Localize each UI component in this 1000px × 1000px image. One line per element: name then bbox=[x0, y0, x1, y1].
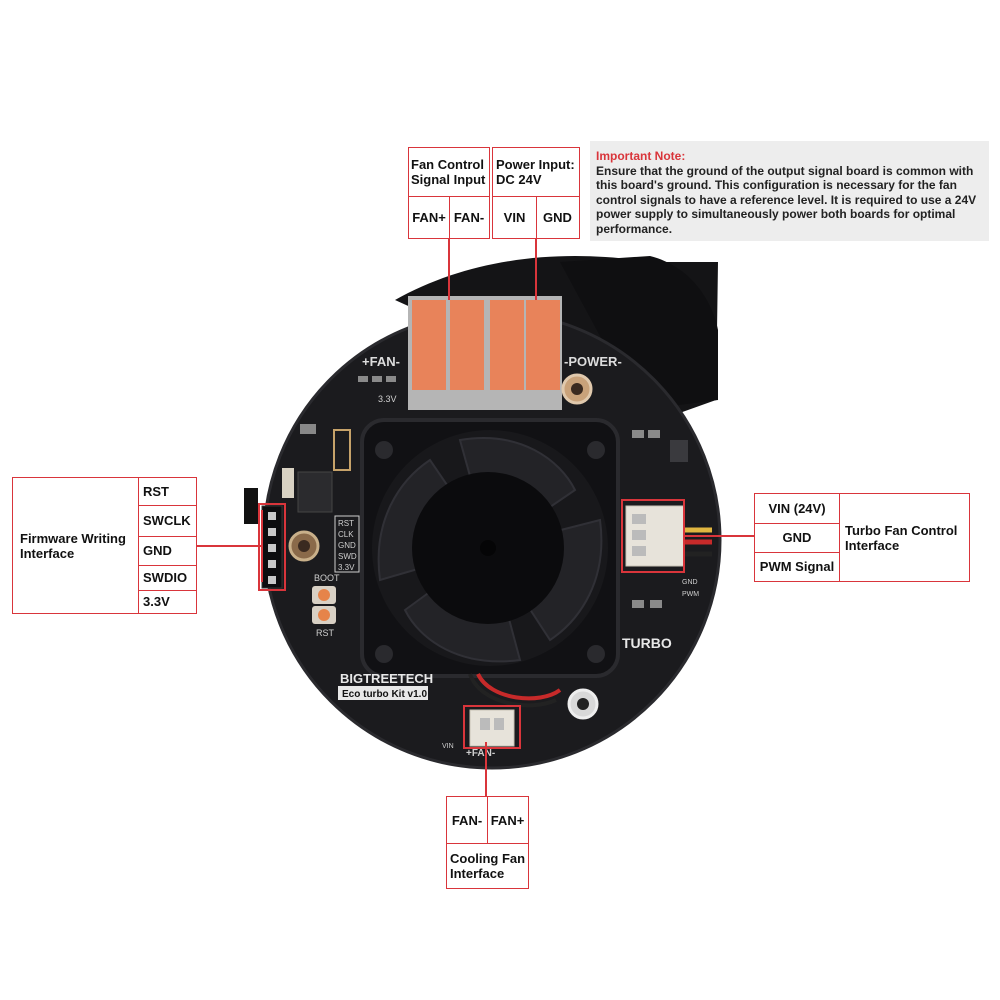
power-input-title-line2: DC 24V bbox=[496, 172, 542, 187]
silk-rst: RST bbox=[316, 628, 335, 638]
cooling-title-line2: Interface bbox=[450, 865, 505, 881]
turbo-pin-vin: VIN (24V) bbox=[755, 494, 839, 523]
turbo-highlight bbox=[621, 499, 685, 573]
silk-turbo-label: TURBO bbox=[622, 635, 672, 651]
pin-label: GND bbox=[543, 209, 572, 225]
important-note-body: Ensure that the ground of the output sig… bbox=[596, 163, 977, 236]
pin-label: GND bbox=[143, 543, 172, 558]
pin-label: FAN+ bbox=[490, 812, 525, 828]
cooling-callout: FAN- FAN+ Cooling Fan Interface bbox=[446, 796, 529, 889]
turbo-pin-pwm: PWM Signal bbox=[755, 552, 839, 581]
fan-signal-title-line1: Fan Control bbox=[411, 157, 484, 172]
silk-swd-pin: SWD bbox=[338, 552, 357, 561]
fan-signal-pin-fanminus: FAN- bbox=[449, 196, 489, 238]
pin-label: VIN (24V) bbox=[768, 501, 826, 516]
silk-v33: 3.3V bbox=[378, 394, 397, 404]
side-connector bbox=[244, 488, 258, 524]
firmware-pin-swdio: SWDIO bbox=[143, 565, 196, 590]
pin-label: VIN bbox=[503, 209, 526, 225]
silk-gnd: GND bbox=[682, 579, 698, 586]
fan-signal-title-line2: Signal Input bbox=[411, 172, 486, 187]
cooling-pin-fanminus: FAN- bbox=[447, 797, 487, 843]
fan-signal-callout: Fan Control Signal Input FAN+ FAN- bbox=[408, 147, 490, 239]
leader-lines bbox=[196, 238, 754, 796]
firmware-pin-3v3: 3.3V bbox=[143, 590, 196, 613]
silk-swd-pin: RST bbox=[338, 519, 354, 528]
power-input-callout: Power Input: DC 24V VIN GND bbox=[492, 147, 580, 239]
firmware-pin-gnd: GND bbox=[143, 536, 196, 565]
silk-swd-pin: GND bbox=[338, 541, 356, 550]
cooling-pin-fanplus: FAN+ bbox=[487, 797, 528, 843]
turbo-title: Turbo Fan Control Interface bbox=[845, 494, 969, 581]
silk-swd-pin: 3.3V bbox=[338, 563, 355, 572]
swd-header-pins bbox=[268, 512, 276, 584]
firmware-callout: Firmware Writing Interface RST SWCLK GND… bbox=[12, 477, 197, 614]
power-input-title-line1: Power Input: bbox=[496, 157, 575, 172]
important-note-title: Important Note: bbox=[596, 149, 686, 163]
pin-label: SWDIO bbox=[143, 570, 188, 585]
pin-label: SWCLK bbox=[143, 513, 191, 528]
silk-swd-pin: CLK bbox=[338, 530, 354, 539]
turbo-title-line2: Interface bbox=[845, 537, 900, 553]
important-note: Important Note: Ensure that the ground o… bbox=[590, 141, 989, 241]
pin-label: RST bbox=[143, 484, 169, 499]
silk-vin: VIN bbox=[442, 743, 454, 750]
fan-signal-title: Fan Control Signal Input bbox=[409, 148, 489, 196]
silk-power-label: -POWER- bbox=[564, 354, 622, 369]
swd-highlight bbox=[258, 503, 286, 591]
pin-label: FAN- bbox=[453, 209, 485, 225]
cooling-highlight bbox=[463, 705, 521, 749]
firmware-title-line1: Firmware Writing bbox=[20, 530, 126, 546]
blower-outlet bbox=[560, 256, 718, 410]
silk-brand: BIGTREETECH bbox=[340, 671, 433, 686]
pin-label: 3.3V bbox=[143, 594, 170, 609]
power-input-pin-gnd: GND bbox=[536, 196, 579, 238]
firmware-title: Firmware Writing Interface bbox=[13, 478, 138, 613]
silk-pwm: PWM bbox=[682, 591, 699, 598]
fan-signal-pin-fanplus: FAN+ bbox=[409, 196, 449, 238]
silk-bottom-fan: +FAN- bbox=[466, 748, 495, 759]
cooling-title: Cooling Fan Interface bbox=[447, 843, 528, 888]
power-input-pin-vin: VIN bbox=[493, 196, 536, 238]
silk-fan-label: +FAN- bbox=[362, 354, 400, 369]
turbo-title-line1: Turbo Fan Control bbox=[845, 522, 958, 538]
silk-model: Eco turbo Kit v1.0 bbox=[342, 689, 427, 700]
firmware-pin-rst: RST bbox=[143, 478, 196, 505]
pin-label: FAN+ bbox=[412, 209, 446, 225]
turbo-pin-gnd: GND bbox=[755, 523, 839, 552]
firmware-pin-swclk: SWCLK bbox=[143, 505, 196, 536]
pin-label: GND bbox=[782, 530, 812, 545]
power-input-title: Power Input: DC 24V bbox=[493, 148, 579, 196]
firmware-title-line2: Interface bbox=[20, 545, 75, 561]
chip bbox=[297, 471, 333, 513]
silk-boot: BOOT bbox=[314, 573, 340, 583]
bottom-fan-connector bbox=[469, 709, 515, 747]
cooling-title-line1: Cooling Fan bbox=[450, 850, 526, 866]
pin-label: FAN- bbox=[451, 812, 483, 828]
turbo-callout: VIN (24V) GND PWM Signal Turbo Fan Contr… bbox=[754, 493, 970, 582]
pin-label: PWM Signal bbox=[759, 559, 835, 574]
